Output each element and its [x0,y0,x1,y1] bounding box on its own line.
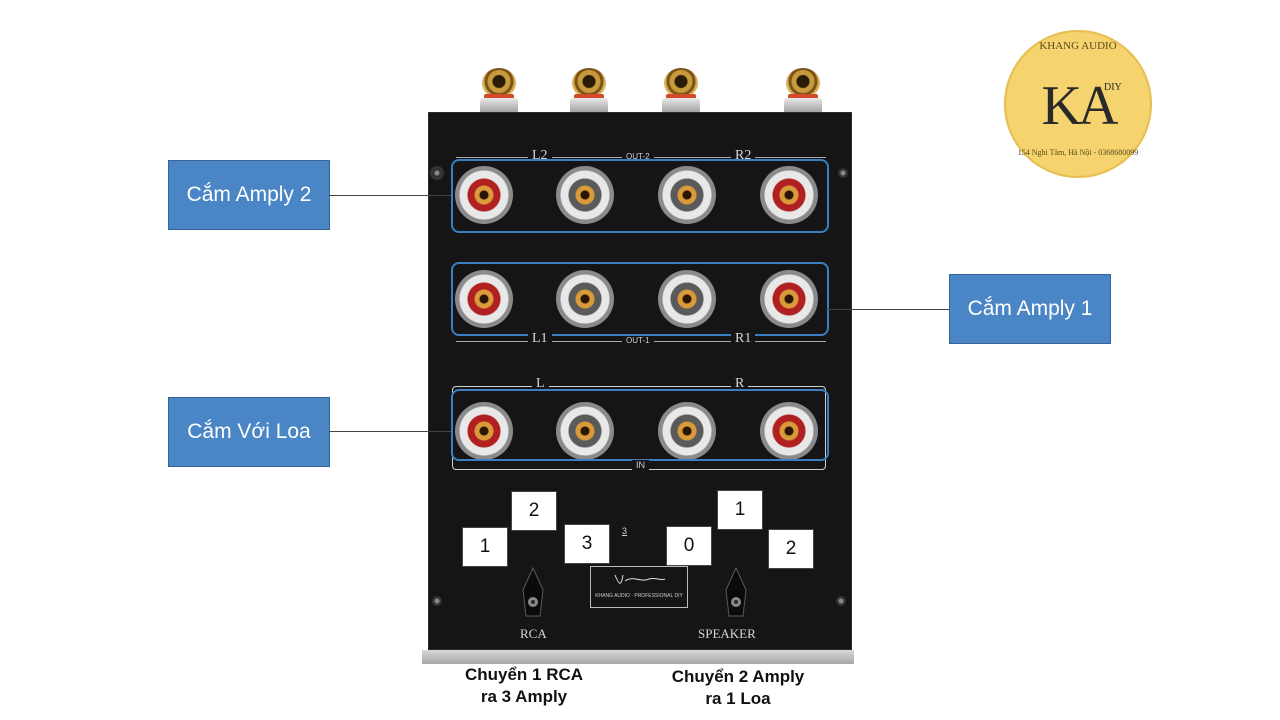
speaker-position-0: 0 [666,526,712,566]
rca-selector-knob[interactable] [516,566,550,626]
callout-speaker: Cắm Với Loa [168,397,330,467]
input-left-label: L [532,376,549,392]
rca-jack-1 [478,68,520,114]
binding-post-r2-positive [760,166,818,224]
signature-logo [613,571,667,589]
rca-position-3: 3 [564,524,610,564]
rca-caption-line1: Chuyển 1 RCA [464,665,584,684]
rca-position-2: 2 [511,491,557,531]
speaker-group-highlight [451,389,829,461]
speaker-position-2: 2 [768,529,814,569]
out1-left-label: L1 [528,331,552,347]
rca-switch-mark-3: 3 [622,526,628,536]
speaker-position-1: 1 [717,490,763,530]
rca-switch-label: RCA [520,626,547,641]
callout-amp2: Cắm Amply 2 [168,160,330,230]
callout-amp2-leader [329,195,451,196]
binding-post-r1-positive [760,270,818,328]
logo-brand: KHANG AUDIO [1039,40,1117,52]
binding-post-in-l-negative [556,402,614,460]
binding-post-in-r-negative [658,402,716,460]
input-bottom-label: IN [632,460,649,470]
nameplate-text: KHANG AUDIO · PROFESSIONAL DIY [595,593,683,599]
rca-switch-caption: Chuyển 1 RCA ra 3 Amply [434,664,614,708]
panel-base-plate [422,650,854,664]
logo-mark: KA [1041,75,1119,137]
amp1-group-highlight [451,262,829,336]
speaker-selector-knob[interactable] [719,566,753,626]
rca-jack-4 [782,68,824,114]
out2-center-label: OUT-2 [622,152,654,161]
speaker-caption-line2: ra 1 Loa [705,689,771,708]
out1-right-label: R1 [731,331,756,347]
rca-caption-line2: ra 3 Amply [480,687,568,706]
screw-icon [430,166,444,180]
speaker-switch-caption: Chuyển 2 Amply ra 1 Loa [648,666,828,710]
binding-post-in-r-positive [760,402,818,460]
screw-icon [432,596,442,606]
speaker-caption-line1: Chuyển 2 Amply [671,667,805,686]
binding-post-in-l-positive [455,402,513,460]
binding-post-l2-positive [455,166,513,224]
screw-icon [836,596,846,606]
khang-audio-logo: KHANG AUDIO KA DIY 154 Nghi Tàm, Hà Nội … [1004,30,1152,178]
out1-center-label: OUT-1 [622,336,654,345]
binding-post-l1-positive [455,270,513,328]
screw-icon [838,168,848,178]
amp2-group-highlight [451,159,829,233]
binding-post-l1-negative [556,270,614,328]
binding-post-l2-negative [556,166,614,224]
rca-position-1: 1 [462,527,508,567]
callout-amp1-leader [826,309,949,310]
binding-post-r2-negative [658,166,716,224]
logo-address: 154 Nghi Tàm, Hà Nội - 0368680099 [1017,148,1139,157]
rca-jack-2 [568,68,610,114]
speaker-switch-label: SPEAKER [698,626,756,641]
input-right-label: R [731,376,749,392]
callout-speaker-leader [329,431,451,432]
callout-amp1: Cắm Amply 1 [949,274,1111,344]
logo-suffix: DIY [1104,82,1122,93]
rca-jack-3 [660,68,702,114]
binding-post-r1-negative [658,270,716,328]
nameplate: KHANG AUDIO · PROFESSIONAL DIY [590,566,688,608]
